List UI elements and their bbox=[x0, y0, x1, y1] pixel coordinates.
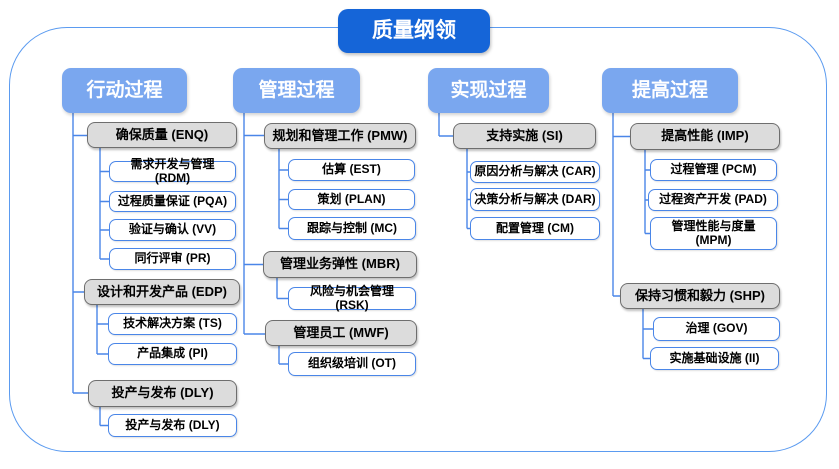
node-cm: 配置管理 (CM) bbox=[470, 217, 600, 240]
node-car: 原因分析与解决 (CAR) bbox=[470, 161, 600, 183]
node-rdm: 需求开发与管理 (RDM) bbox=[109, 157, 236, 184]
column-header-action-process: 行动过程 bbox=[62, 68, 187, 113]
diagram-title: 质量纲领 bbox=[338, 9, 490, 53]
node-pr: 同行评审 (PR) bbox=[109, 248, 236, 270]
node-pqa: 过程质量保证 (PQA) bbox=[109, 191, 236, 212]
node-enq: 确保质量 (ENQ) bbox=[87, 122, 237, 148]
node-mwf: 管理员工 (MWF) bbox=[265, 320, 417, 346]
column-header-management-process: 管理过程 bbox=[233, 68, 360, 113]
node-imp: 提高性能 (IMP) bbox=[630, 123, 780, 150]
node-gov: 治理 (GOV) bbox=[653, 317, 780, 341]
node-est: 估算 (EST) bbox=[288, 159, 415, 181]
node-dly-group: 投产与发布 (DLY) bbox=[88, 380, 237, 407]
node-vv: 验证与确认 (VV) bbox=[109, 219, 236, 241]
column-header-improvement-process: 提高过程 bbox=[602, 68, 738, 113]
node-edp: 设计和开发产品 (EDP) bbox=[84, 279, 240, 305]
node-mc: 跟踪与控制 (MC) bbox=[288, 217, 416, 240]
node-shp: 保持习惯和毅力 (SHP) bbox=[620, 283, 780, 309]
node-mbr: 管理业务弹性 (MBR) bbox=[263, 251, 417, 278]
node-rsk: 风险与机会管理 (RSK) bbox=[288, 284, 416, 311]
node-si: 支持实施 (SI) bbox=[453, 123, 596, 149]
node-pmw: 规划和管理工作 (PMW) bbox=[264, 123, 416, 149]
node-dly: 投产与发布 (DLY) bbox=[108, 414, 237, 437]
node-plan: 策划 (PLAN) bbox=[288, 189, 415, 210]
node-ts: 技术解决方案 (TS) bbox=[108, 313, 237, 335]
node-mpm: 管理性能与度量 (MPM) bbox=[650, 217, 777, 250]
node-ot: 组织级培训 (OT) bbox=[288, 352, 416, 376]
node-ii: 实施基础设施 (II) bbox=[650, 347, 779, 370]
column-header-realization-process: 实现过程 bbox=[428, 68, 549, 113]
node-pcm: 过程管理 (PCM) bbox=[650, 159, 777, 181]
node-pad: 过程资产开发 (PAD) bbox=[648, 189, 778, 211]
node-pi: 产品集成 (PI) bbox=[108, 343, 237, 365]
node-dar: 决策分析与解决 (DAR) bbox=[470, 188, 600, 211]
